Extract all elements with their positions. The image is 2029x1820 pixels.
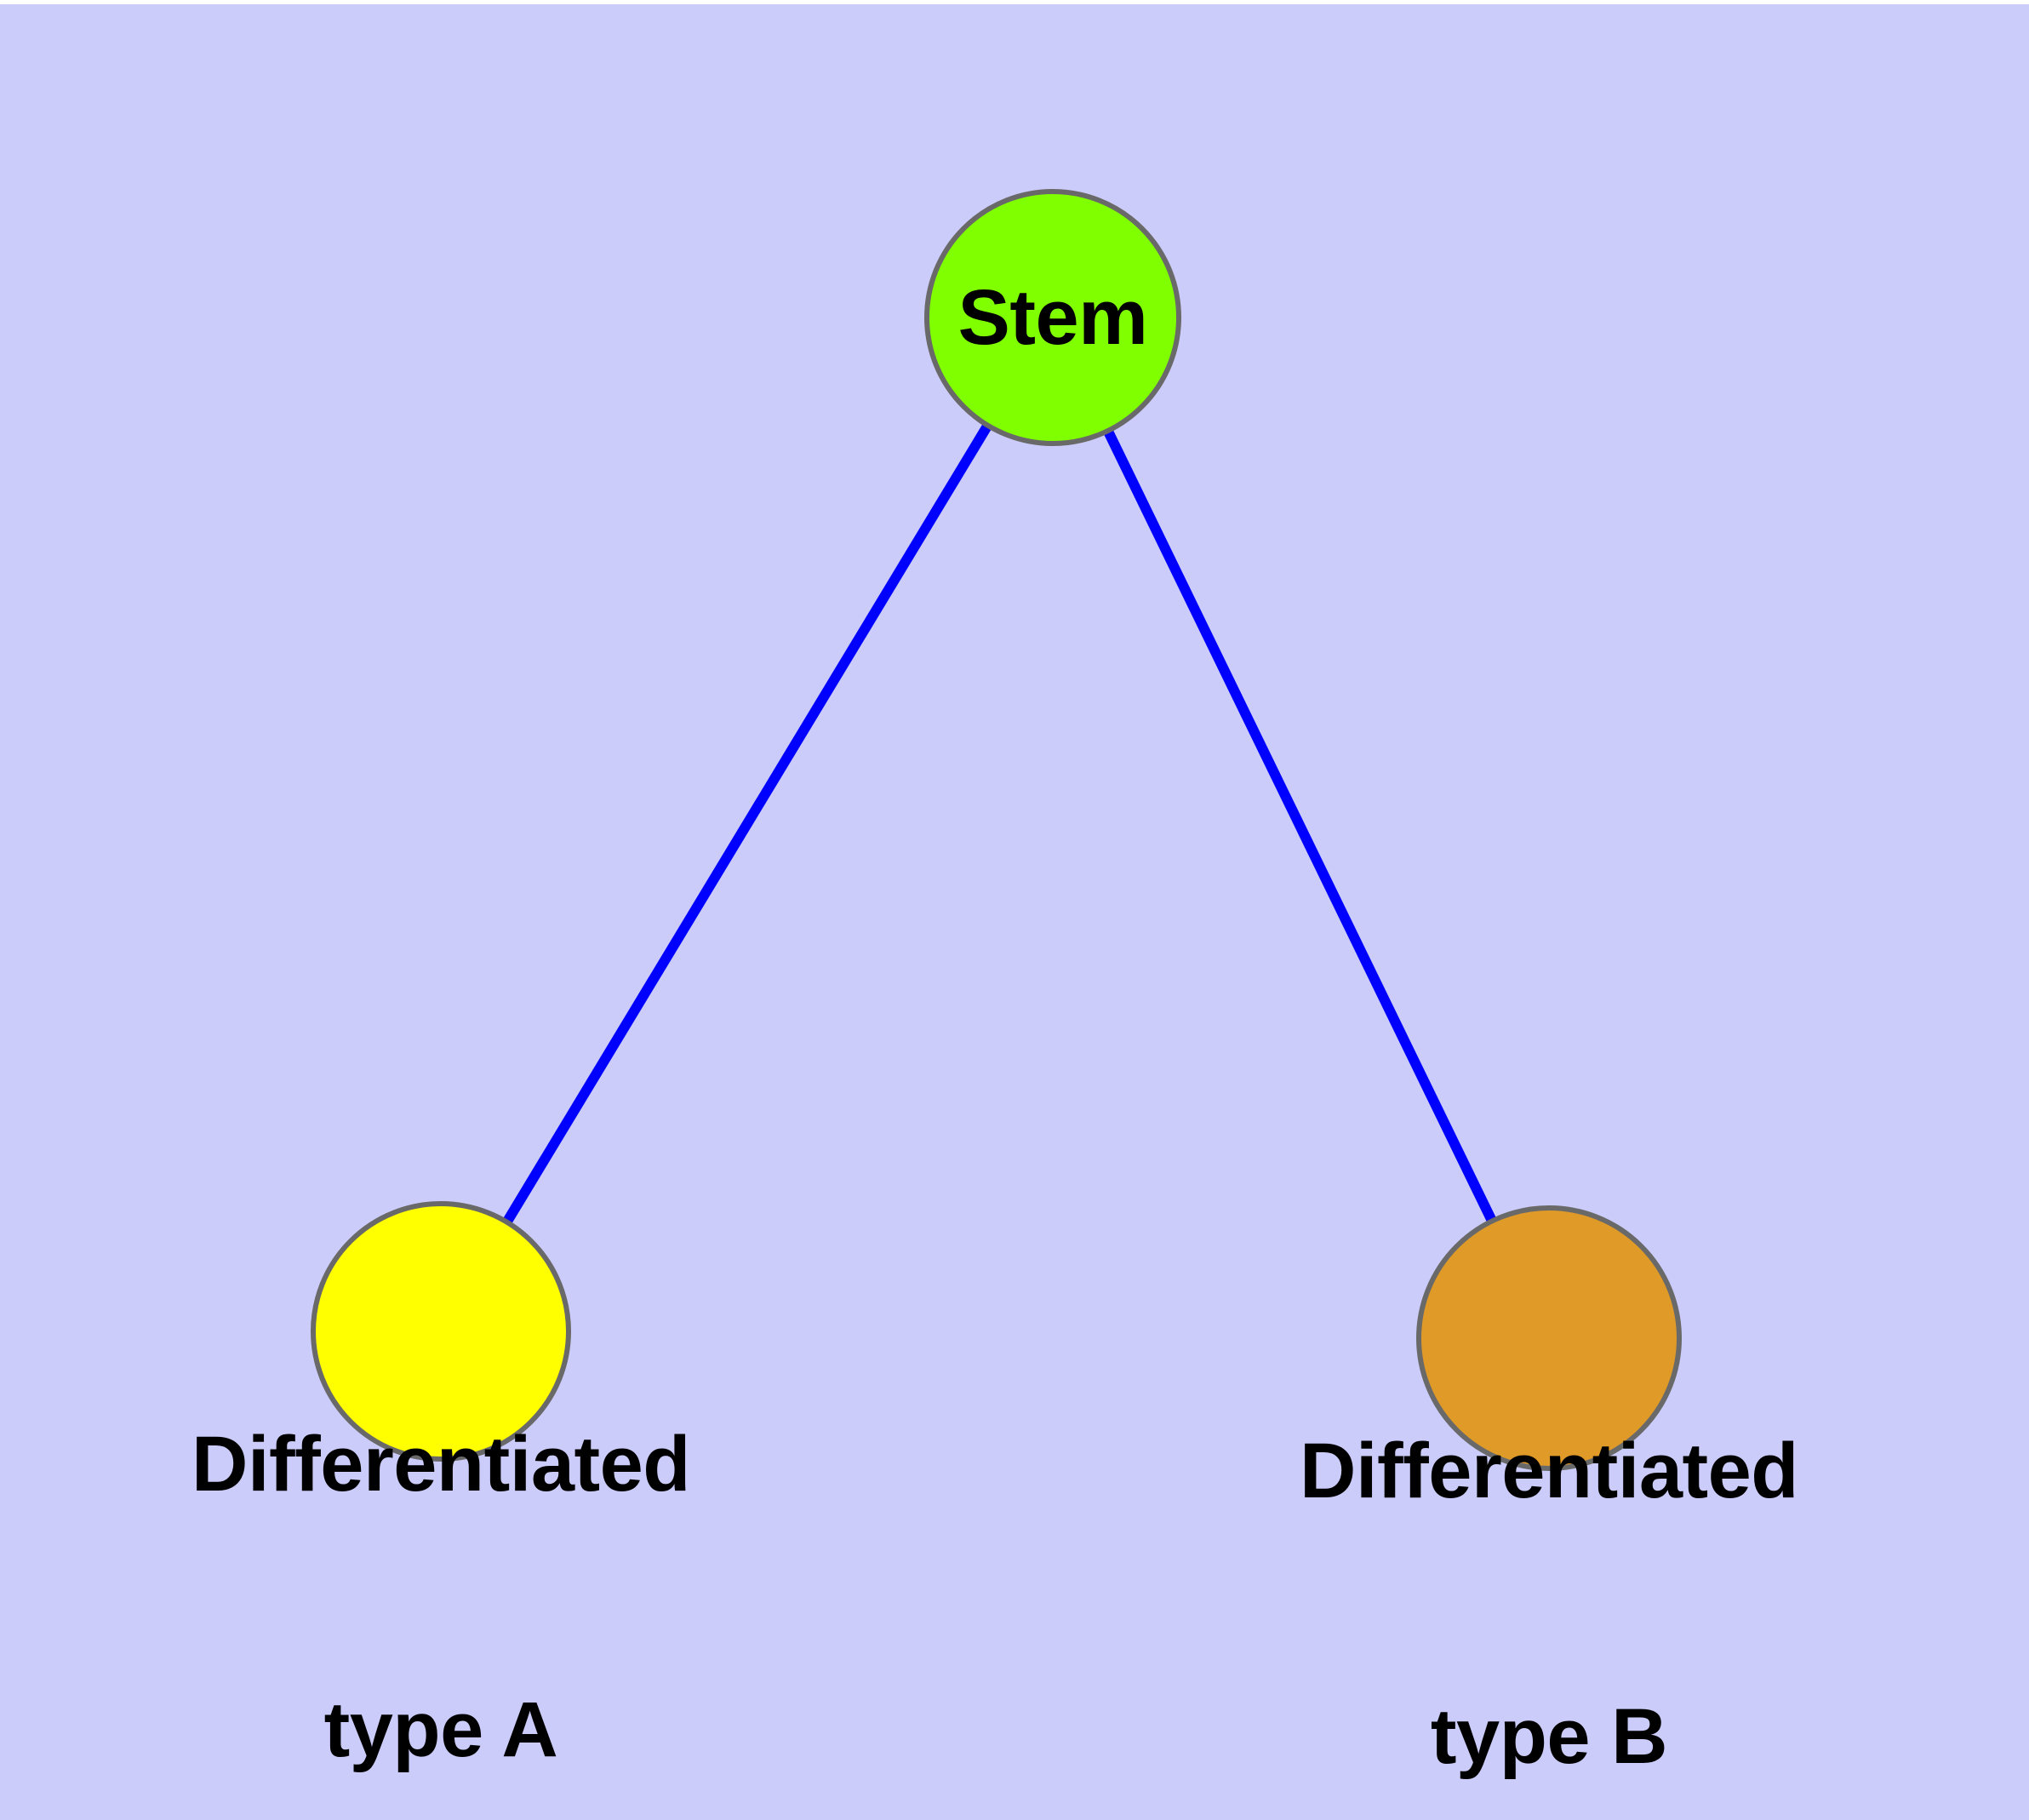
node-layer <box>311 189 1682 1471</box>
node-differentiated-type-a[interactable] <box>311 1201 571 1462</box>
edge-layer <box>502 422 1497 1225</box>
edge-stem-to-differentiated-b[interactable] <box>1103 428 1497 1224</box>
edge-stem-to-differentiated-a[interactable] <box>502 422 992 1225</box>
graph-background: Stem Differentiated type A Differentiate… <box>0 4 2029 1820</box>
node-differentiated-type-b[interactable] <box>1416 1205 1682 1471</box>
graph-svg <box>311 189 1682 1471</box>
node-stem[interactable] <box>924 189 1181 446</box>
